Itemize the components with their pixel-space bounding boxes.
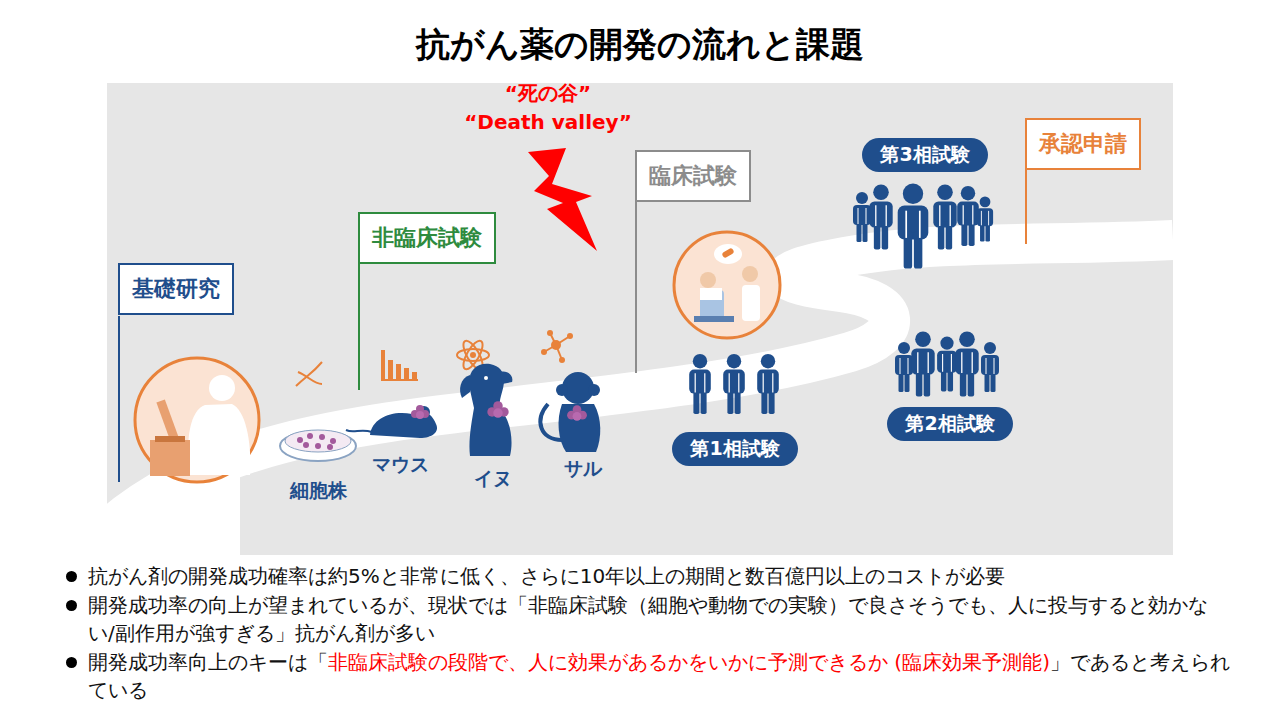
bullet-item: 開発成功率の向上が望まれているが、現状では「非臨床試験（細胞や動物での実験）で良… <box>62 591 1232 647</box>
subject-label: イヌ <box>474 466 512 492</box>
dog-icon <box>460 364 512 456</box>
phase-pill: 第2相試験 <box>887 407 1012 441</box>
stage-flag: 非臨床試験 <box>358 212 496 264</box>
doctor-consultation-icon <box>674 232 780 338</box>
callout-text: “Death valley” <box>464 110 632 134</box>
note-text: 開発成功率向上のキーは「 <box>88 650 328 674</box>
phase3-group <box>853 184 993 269</box>
scientist-icon <box>135 358 259 482</box>
callout-text: “死の谷” <box>505 80 591 107</box>
stage-flag: 基礎研究 <box>118 263 234 315</box>
node-text: 第2相試験 <box>905 411 994 437</box>
monkey-icon <box>540 372 600 452</box>
phase2-group <box>895 332 999 397</box>
small-icons <box>296 330 573 386</box>
stage-flag: 臨床試験 <box>635 150 751 202</box>
phase1-group <box>689 354 779 414</box>
notes: 抗がん剤の開発成功確率は約5%と非常に低く、さらに10年以上の期間と数百億円以上… <box>62 562 1232 705</box>
node-text: 承認申請 <box>1039 133 1127 155</box>
lightning-icon <box>528 148 597 251</box>
title: 抗がん薬の開発の流れと課題 <box>0 22 1280 68</box>
node-text: 第3相試験 <box>880 142 969 168</box>
mouse-icon <box>346 405 437 438</box>
stage-flag: 承認申請 <box>1025 118 1141 170</box>
subject-label: 細胞株 <box>290 478 347 504</box>
node-text: 臨床試験 <box>649 165 737 187</box>
highlight-text: 非臨床試験の段階で、人に効果があるかをいかに予測できるか (臨床効果予測能) <box>328 650 1050 674</box>
node-text: 非臨床試験 <box>372 227 482 249</box>
node-text: 第1相試験 <box>690 436 779 462</box>
road-start <box>107 470 240 555</box>
subject-label: サル <box>564 456 602 482</box>
phase-pill: 第3相試験 <box>862 138 987 172</box>
cell-line-dish <box>280 430 356 461</box>
subject-label: マウス <box>372 452 429 478</box>
road <box>107 240 1173 530</box>
phase-pill: 第1相試験 <box>672 432 797 466</box>
note-text: 抗がん剤の開発成功確率は約5%と非常に低く、さらに10年以上の期間と数百億円以上… <box>88 564 1005 588</box>
note-text: 開発成功率の向上が望まれているが、現状では「非臨床試験（細胞や動物での実験）で良… <box>88 593 1208 645</box>
node-text: 基礎研究 <box>132 278 220 300</box>
background-panel <box>107 83 1173 555</box>
bullet-item: 開発成功率向上のキーは「非臨床試験の段階で、人に効果があるかをいかに予測できるか… <box>62 648 1232 704</box>
bullet-item: 抗がん剤の開発成功確率は約5%と非常に低く、さらに10年以上の期間と数百億円以上… <box>62 562 1232 590</box>
